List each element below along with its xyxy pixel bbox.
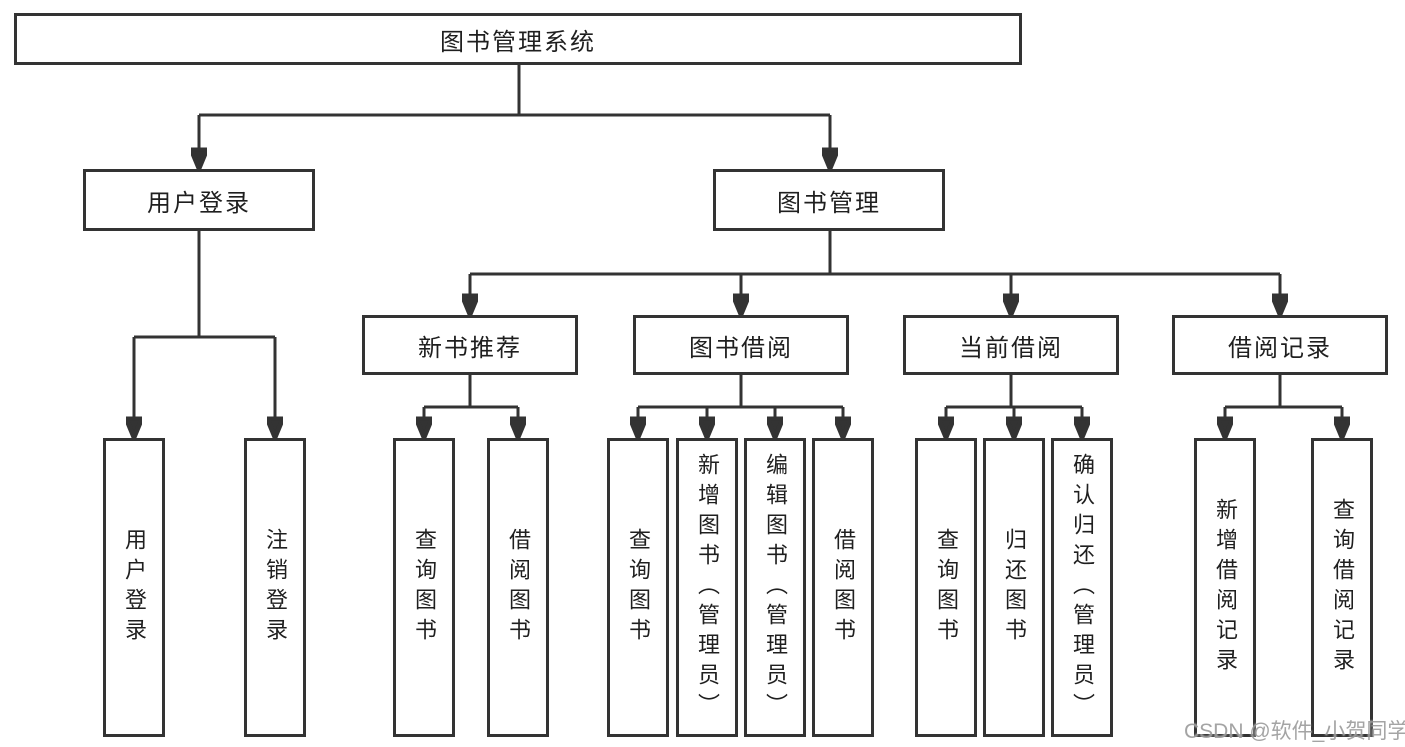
leaf-recommend-query-books-label: 查询图书 <box>412 527 437 648</box>
leaf-current-confirm-return: 确认归还（管理员） <box>1051 438 1113 737</box>
node-current-borrow: 当前借阅 <box>903 315 1119 375</box>
leaf-borrow-borrow-books-label: 借阅图书 <box>831 527 856 648</box>
leaf-borrow-edit-books-label: 编辑图书（管理员） <box>763 452 788 723</box>
leaf-current-query-books: 查询图书 <box>915 438 977 737</box>
leaf-record-add-label: 新增借阅记录 <box>1213 497 1238 678</box>
node-book-borrow: 图书借阅 <box>633 315 849 375</box>
leaf-borrow-edit-books: 编辑图书（管理员） <box>744 438 806 737</box>
leaf-user-login: 用户登录 <box>103 438 165 737</box>
node-user-login: 用户登录 <box>83 169 315 231</box>
node-book-management: 图书管理 <box>713 169 945 231</box>
node-new-book-recommend: 新书推荐 <box>362 315 578 375</box>
watermark-text: CSDN @软件_小贺同学 <box>1184 720 1405 743</box>
leaf-record-query-label: 查询借阅记录 <box>1330 497 1355 678</box>
node-borrow-record: 借阅记录 <box>1172 315 1388 375</box>
leaf-current-return-books-label: 归还图书 <box>1002 527 1027 648</box>
leaf-borrow-add-books-label: 新增图书（管理员） <box>695 452 720 723</box>
leaf-borrow-query-books: 查询图书 <box>607 438 669 737</box>
leaf-current-query-books-label: 查询图书 <box>934 527 959 648</box>
leaf-borrow-borrow-books: 借阅图书 <box>812 438 874 737</box>
leaf-logout-label: 注销登录 <box>263 527 288 648</box>
leaf-recommend-query-books: 查询图书 <box>393 438 455 737</box>
leaf-recommend-borrow-books-label: 借阅图书 <box>506 527 531 648</box>
leaf-borrow-query-books-label: 查询图书 <box>626 527 651 648</box>
leaf-borrow-add-books: 新增图书（管理员） <box>676 438 738 737</box>
leaf-current-return-books: 归还图书 <box>983 438 1045 737</box>
leaf-record-add: 新增借阅记录 <box>1194 438 1256 737</box>
leaf-recommend-borrow-books: 借阅图书 <box>487 438 549 737</box>
node-system-root: 图书管理系统 <box>14 13 1022 65</box>
leaf-user-login-label: 用户登录 <box>122 527 147 648</box>
leaf-logout: 注销登录 <box>244 438 306 737</box>
leaf-current-confirm-return-label: 确认归还（管理员） <box>1070 452 1095 723</box>
tree-branch-lines <box>134 65 1342 409</box>
leaf-record-query: 查询借阅记录 <box>1311 438 1373 737</box>
